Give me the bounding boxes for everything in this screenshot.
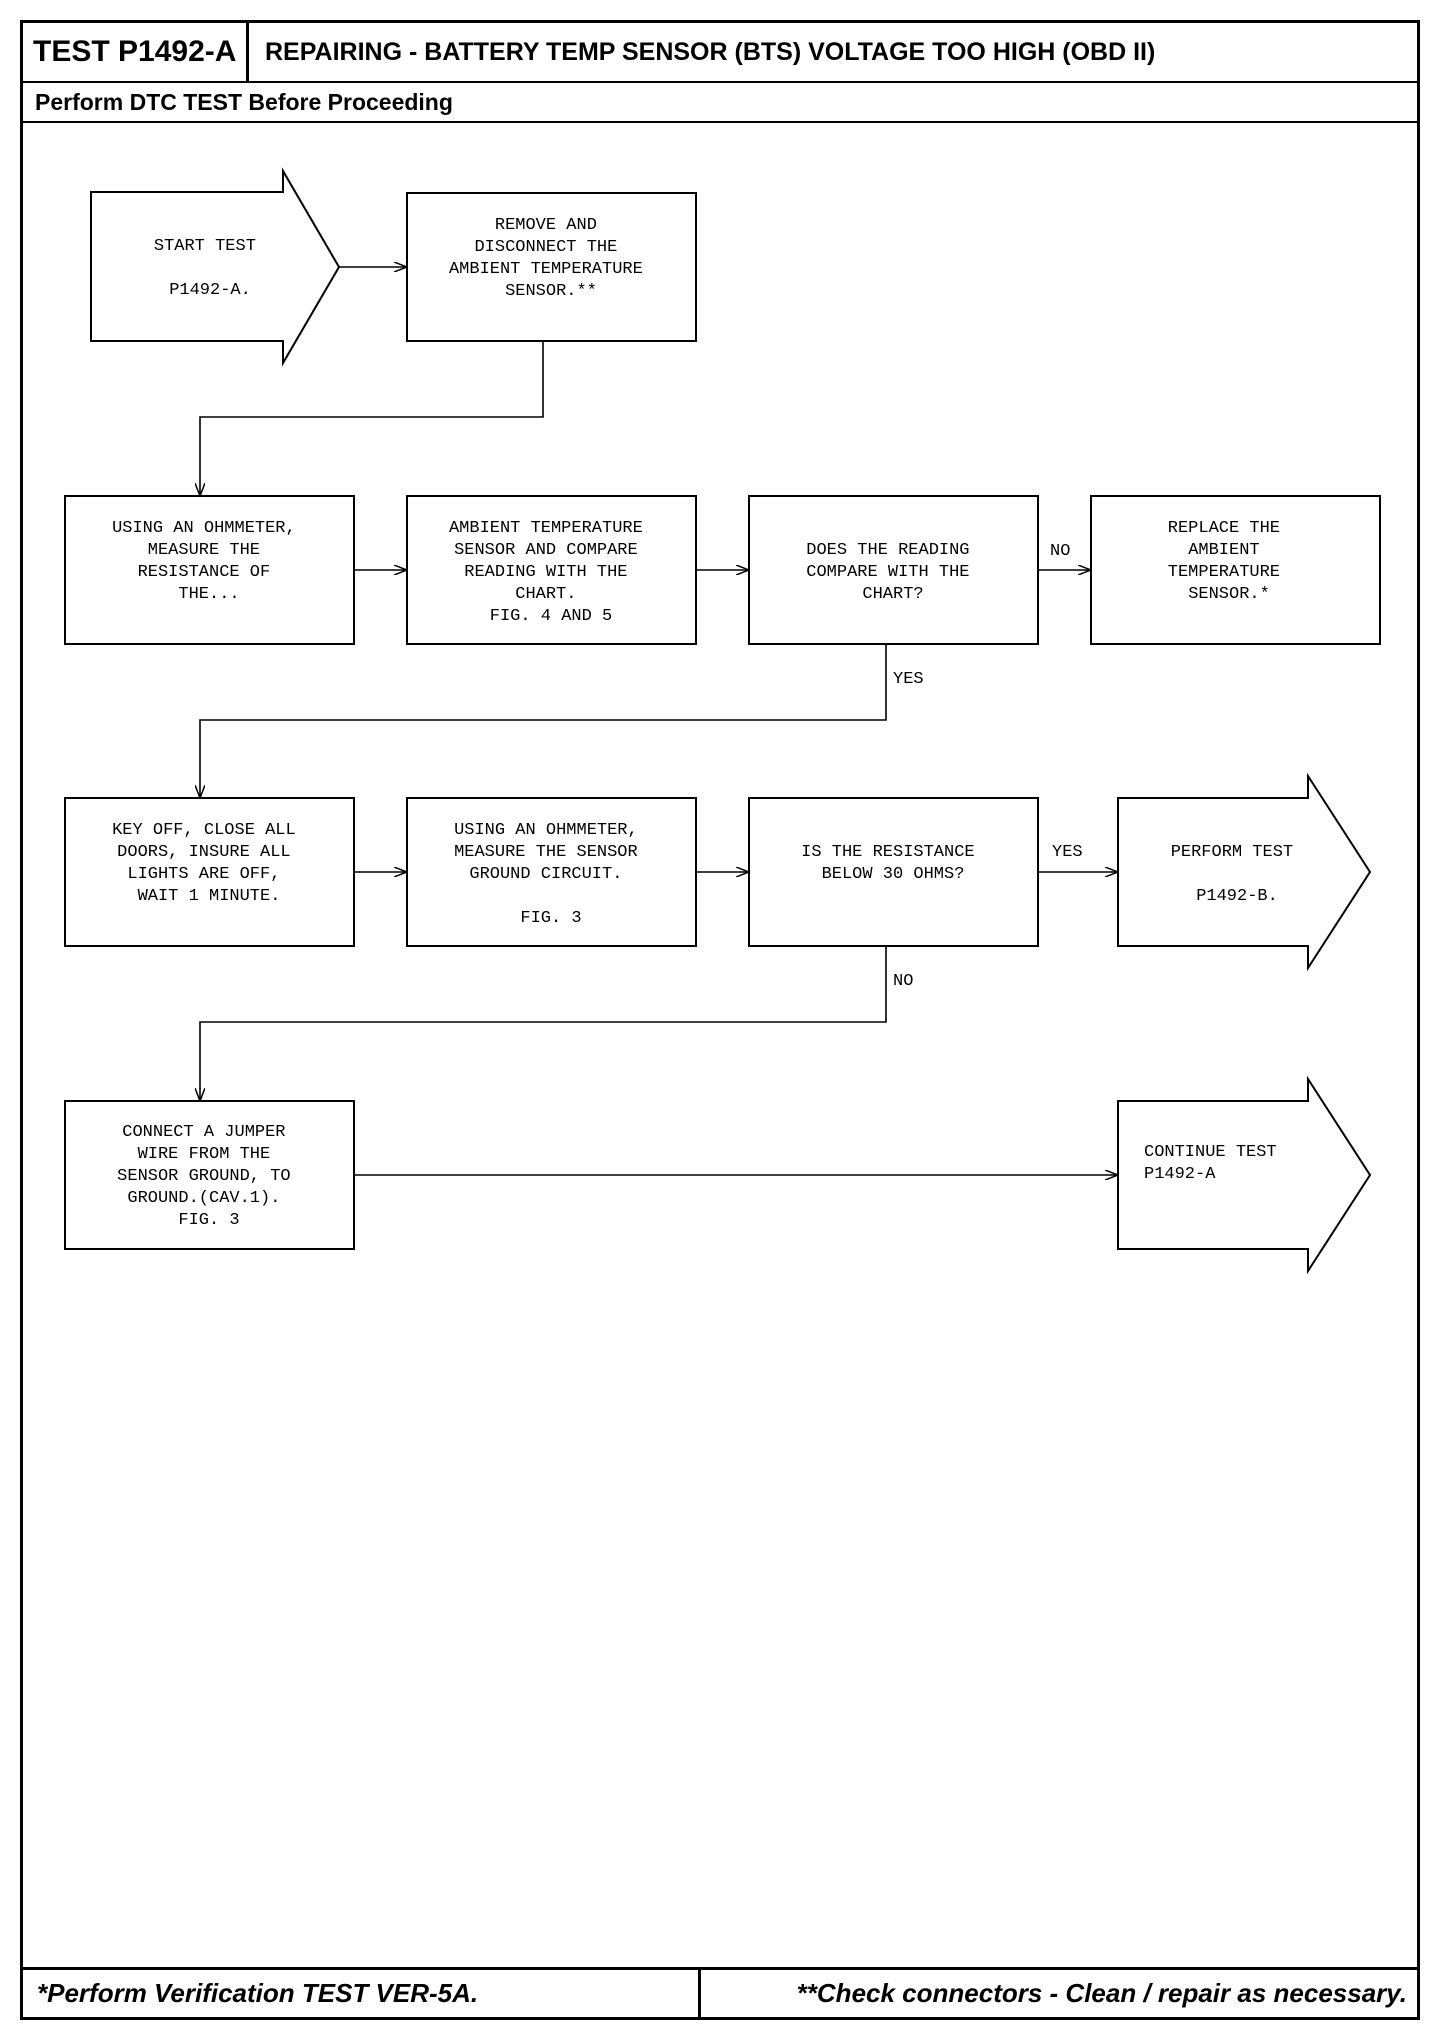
jumper-wire-box	[64, 1100, 355, 1250]
connector-remove-to-ohmmeter	[200, 341, 544, 496]
branch-label-yes-continue: YES	[893, 670, 924, 689]
footer-note-connectors: **Check connectors - Clean / repair as n…	[796, 1978, 1407, 2008]
start-test-arrow	[90, 167, 341, 367]
compare-chart-text: AMBIENT TEMPERATURE SENSOR AND COMPARE R…	[449, 519, 653, 626]
ground-circuit-box	[406, 797, 697, 947]
remove-sensor-text: REMOVE AND DISCONNECT THE AMBIENT TEMPER…	[449, 216, 653, 301]
connector-decision-yes-to-keyoff	[200, 644, 887, 798]
branch-label-no-replace: NO	[1050, 542, 1070, 561]
resistance-decision-box	[748, 797, 1039, 947]
replace-sensor-text: REPLACE THE AMBIENT TEMPERATURE SENSOR.*	[1168, 519, 1290, 604]
header-bar: TEST P1492-A REPAIRING - BATTERY TEMP SE…	[23, 23, 1417, 83]
jumper-wire-text: CONNECT A JUMPER WIRE FROM THE SENSOR GR…	[117, 1123, 301, 1230]
connector-resistance-no-to-jumper	[200, 946, 887, 1101]
branch-label-no-jumper: NO	[893, 972, 913, 991]
start-test-text: START TEST P1492-A.	[154, 237, 266, 300]
ohmmeter-measure-text: USING AN OHMMETER, MEASURE THE RESISTANC…	[112, 519, 306, 604]
perform-test-arrow	[1117, 772, 1372, 972]
footer-note-verification: *Perform Verification TEST VER-5A.	[23, 1970, 701, 2017]
continue-test-arrow	[1117, 1075, 1372, 1275]
continue-test-text: CONTINUE TEST P1492-A	[1144, 1143, 1287, 1184]
replace-sensor-box	[1090, 495, 1381, 645]
branch-label-yes-perform: YES	[1052, 843, 1083, 862]
ohmmeter-measure-box	[64, 495, 355, 645]
reading-decision-text: DOES THE READING COMPARE WITH THE CHART?	[806, 541, 979, 604]
page-title: REPAIRING - BATTERY TEMP SENSOR (BTS) VO…	[265, 37, 1156, 66]
resistance-decision-text: IS THE RESISTANCE BELOW 30 OHMS?	[801, 843, 985, 884]
footer: *Perform Verification TEST VER-5A. **Che…	[23, 1967, 1417, 2017]
ground-circuit-text: USING AN OHMMETER, MEASURE THE SENSOR GR…	[454, 821, 648, 928]
key-off-box	[64, 797, 355, 947]
page-frame: TEST P1492-A REPAIRING - BATTERY TEMP SE…	[20, 20, 1420, 2020]
reading-decision-box	[748, 495, 1039, 645]
subtitle: Perform DTC TEST Before Proceeding	[23, 83, 1417, 123]
key-off-text: KEY OFF, CLOSE ALL DOORS, INSURE ALL LIG…	[112, 821, 306, 906]
test-id: TEST P1492-A	[23, 23, 250, 81]
perform-test-text: PERFORM TEST P1492-B.	[1171, 843, 1304, 906]
